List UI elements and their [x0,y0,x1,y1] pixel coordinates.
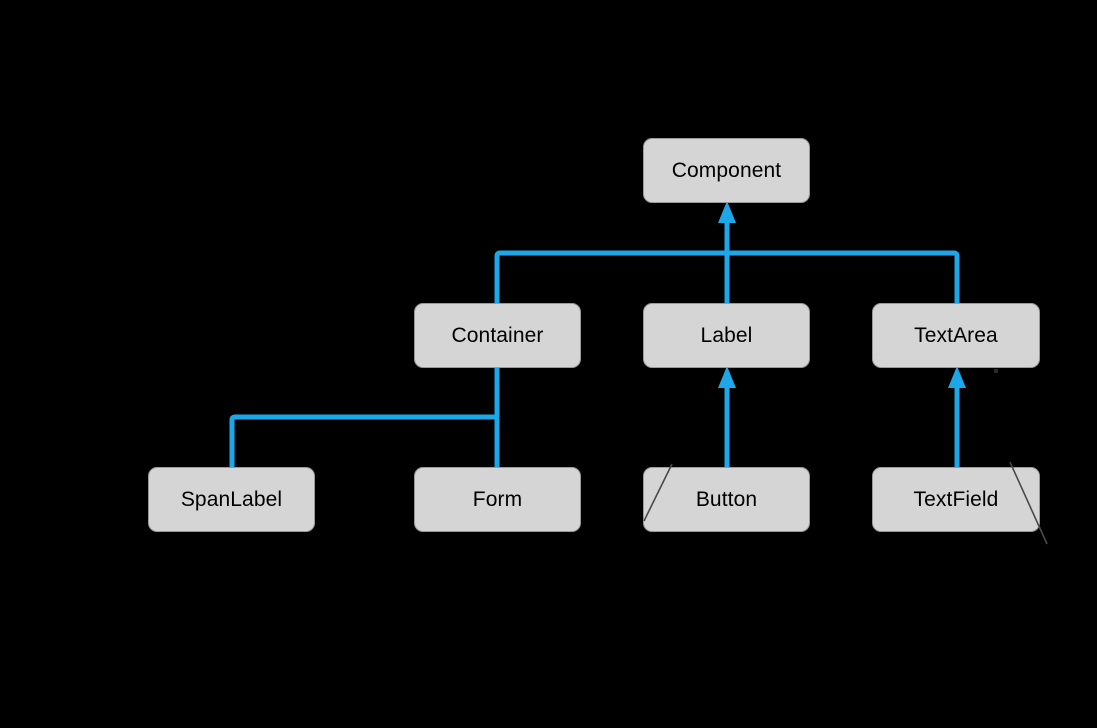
node-component[interactable]: Component [643,138,810,203]
node-component-label: Component [671,159,782,182]
node-label[interactable]: Label [643,303,810,368]
node-form[interactable]: Form [414,467,581,532]
node-form-label: Form [472,488,523,511]
edge-group-button-label [718,366,736,467]
node-spanlabel[interactable]: SpanLabel [148,467,315,532]
arrowhead-into-label [718,366,736,388]
node-textfield-label: TextField [913,488,999,511]
edge-group-component [494,201,960,303]
node-textarea[interactable]: TextArea [872,303,1040,368]
node-textarea-label: TextArea [914,324,998,347]
node-button-label: Button [695,488,758,511]
arrowhead-into-component [718,201,736,223]
node-container-label: Container [451,324,544,347]
edge-group-textfield-textarea [948,366,966,467]
arrowhead-into-textarea [948,366,966,388]
edge-bus-component [494,250,960,270]
node-button[interactable]: Button [643,467,810,532]
node-label-label: Label [700,324,753,347]
artifact-speck-textarea [994,369,998,373]
node-textfield[interactable]: TextField [872,467,1040,532]
node-spanlabel-label: SpanLabel [180,488,283,511]
node-container[interactable]: Container [414,303,581,368]
edge-group-container [229,368,500,467]
edge-bus-container [229,414,500,434]
